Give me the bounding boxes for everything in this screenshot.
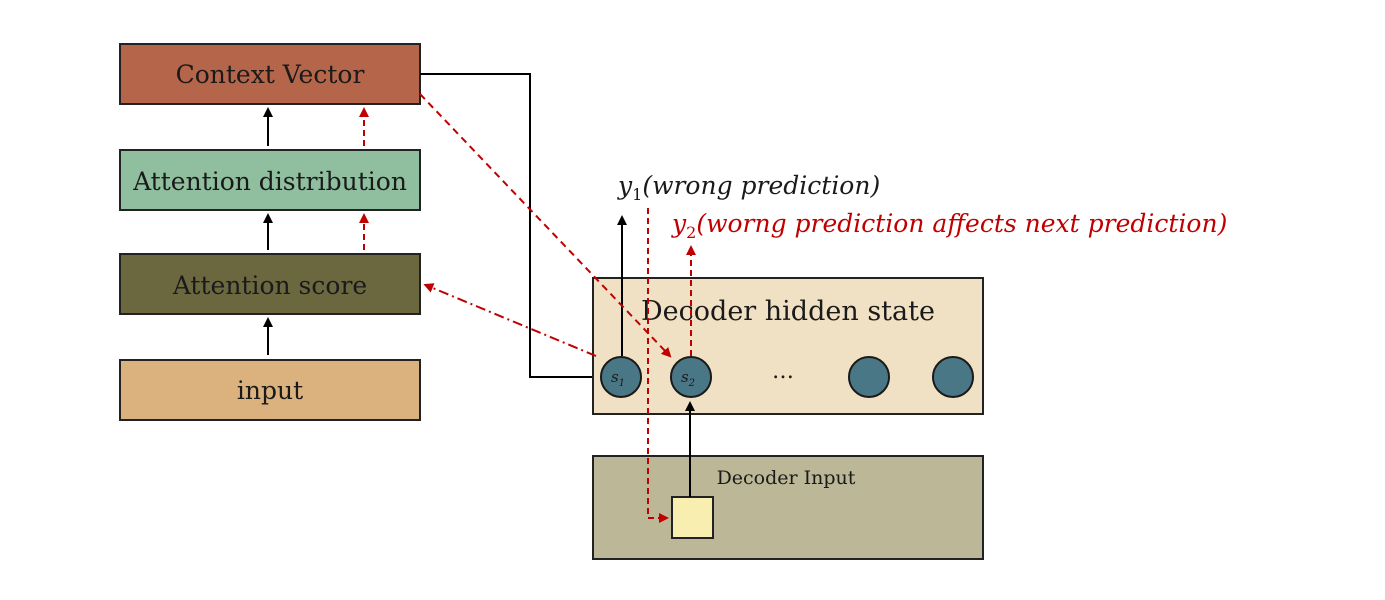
attention-score-box [119,253,421,315]
context-to-s1-connector [420,73,600,378]
red-context-to-s2 [419,93,672,358]
node-s2-label: s2 [681,368,695,389]
y2-label: y2(worng prediction affects next predict… [671,209,1227,242]
node-3 [848,356,890,398]
context-vector-box [119,43,421,105]
attention-distribution-box [119,149,421,211]
decoder-hidden-state-box [592,277,984,415]
input-label: input [237,376,303,405]
node-s2 [670,356,712,398]
decoder-input-label: Decoder Input [717,467,856,489]
node-4 [932,356,974,398]
attention-distribution-label: Attention distribution [132,167,407,196]
attention-score-label: Attention score [172,271,367,300]
nodes-ellipsis: … [772,359,794,384]
red-y1-to-token [647,208,669,523]
input-box [119,359,421,421]
y1-label: y1(wrong prediction) [617,171,880,204]
decoder-hidden-state-label: Decoder hidden state [641,296,935,327]
decoder-input-token [671,496,714,539]
node-s1 [600,356,642,398]
node-s1-label: s1 [611,368,625,389]
red-s1-to-attention-score [423,283,597,357]
context-vector-label: Context Vector [176,60,365,89]
decoder-input-box [592,455,984,560]
